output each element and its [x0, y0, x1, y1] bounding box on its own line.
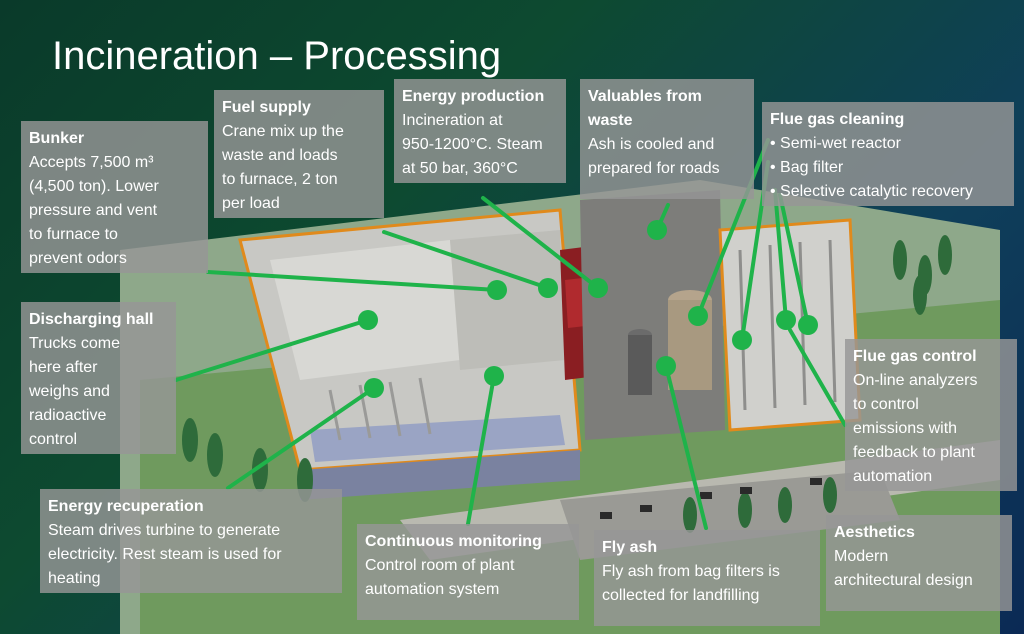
callout-continuous-heading: Continuous monitoring [365, 533, 542, 550]
callout-flue-cleaning-heading: Flue gas cleaning [770, 111, 905, 128]
callout-discharging-hall: Discharging hall Trucks come here after … [21, 302, 176, 454]
callout-flue-control-heading: Flue gas control [853, 348, 977, 365]
callout-valuables-heading-cont: waste [588, 112, 633, 129]
callout-discharging-line: radioactive [29, 407, 107, 424]
callout-valuables-line: Ash is cooled and [588, 136, 715, 153]
callout-fly-ash: Fly ash Fly ash from bag filters is coll… [594, 530, 820, 626]
callout-fuel-line: per load [222, 195, 280, 212]
callout-discharging-line: here after [29, 359, 98, 376]
callout-energy-production: Energy production Incineration at 950-12… [394, 79, 566, 183]
callout-discharging-line: control [29, 431, 78, 448]
callout-discharging-line: Trucks come [29, 335, 120, 352]
callout-energy-production-line: 950-1200°C. Steam [402, 136, 543, 153]
callout-discharging-line: weighs and [29, 383, 110, 400]
callout-bunker: Bunker Accepts 7,500 m³ (4,500 ton). Low… [21, 121, 208, 273]
callout-continuous-monitoring: Continuous monitoring Control room of pl… [357, 524, 579, 620]
callout-continuous-line: automation system [365, 581, 500, 598]
callout-aesthetics-heading: Aesthetics [834, 524, 915, 541]
callout-flue-control-line: feedback to plant [853, 444, 975, 461]
callout-flue-control-line: On-line analyzers [853, 372, 978, 389]
callout-flue-gas-control: Flue gas control On-line analyzers to co… [845, 339, 1017, 491]
callout-energy-recuperation-heading: Energy recuperation [48, 498, 204, 515]
callout-energy-recuperation: Energy recuperation Steam drives turbine… [40, 489, 342, 593]
callout-fly-ash-line: collected for landfilling [602, 587, 760, 604]
callout-aesthetics-line: architectural design [834, 572, 973, 589]
callout-bunker-line: pressure and vent [29, 202, 158, 219]
callout-fuel-line: Crane mix up the [222, 123, 344, 140]
callout-energy-recuperation-line: electricity. Rest steam is used for [48, 546, 282, 563]
callout-fuel-heading: Fuel supply [222, 99, 311, 116]
callout-energy-recuperation-line: Steam drives turbine to generate [48, 522, 281, 539]
callout-fly-ash-heading: Fly ash [602, 539, 658, 556]
callout-flue-cleaning-bullet: Semi-wet reactor [770, 132, 1006, 156]
callout-fuel-supply: Fuel supply Crane mix up the waste and l… [214, 90, 384, 218]
callout-bunker-line: to furnace to [29, 226, 118, 243]
callout-valuables: Valuables from waste Ash is cooled and p… [580, 79, 754, 199]
callout-flue-cleaning-bullet: Bag filter [770, 156, 1006, 180]
callout-valuables-heading: Valuables from [588, 88, 702, 105]
slide-title: Incineration – Processing [52, 34, 502, 78]
callout-flue-control-line: emissions with [853, 420, 958, 437]
callout-flue-gas-cleaning: Flue gas cleaning Semi-wet reactor Bag f… [762, 102, 1014, 206]
callout-fly-ash-line: Fly ash from bag filters is [602, 563, 780, 580]
callout-discharging-heading: Discharging hall [29, 311, 154, 328]
callout-continuous-line: Control room of plant [365, 557, 515, 574]
callout-energy-production-heading: Energy production [402, 88, 545, 105]
callout-bunker-line: (4,500 ton). Lower [29, 178, 159, 195]
callout-energy-recuperation-line: heating [48, 570, 101, 587]
callout-flue-control-line: to control [853, 396, 919, 413]
callout-fuel-line: waste and loads [222, 147, 338, 164]
callout-bunker-heading: Bunker [29, 130, 85, 147]
callout-bunker-line: prevent odors [29, 250, 127, 267]
callout-bunker-line: Accepts 7,500 m³ [29, 154, 154, 171]
callout-valuables-line: prepared for roads [588, 160, 720, 177]
callout-aesthetics-line: Modern [834, 548, 889, 565]
callout-flue-cleaning-bullet: Selective catalytic recovery [770, 180, 1006, 204]
callout-aesthetics: Aesthetics Modern architectural design [826, 515, 1012, 611]
callout-energy-production-line: Incineration at [402, 112, 503, 129]
callout-flue-control-line: automation [853, 468, 933, 485]
callout-fuel-line: to furnace, 2 ton [222, 171, 338, 188]
callout-energy-production-line: at 50 bar, 360°C [402, 160, 518, 177]
